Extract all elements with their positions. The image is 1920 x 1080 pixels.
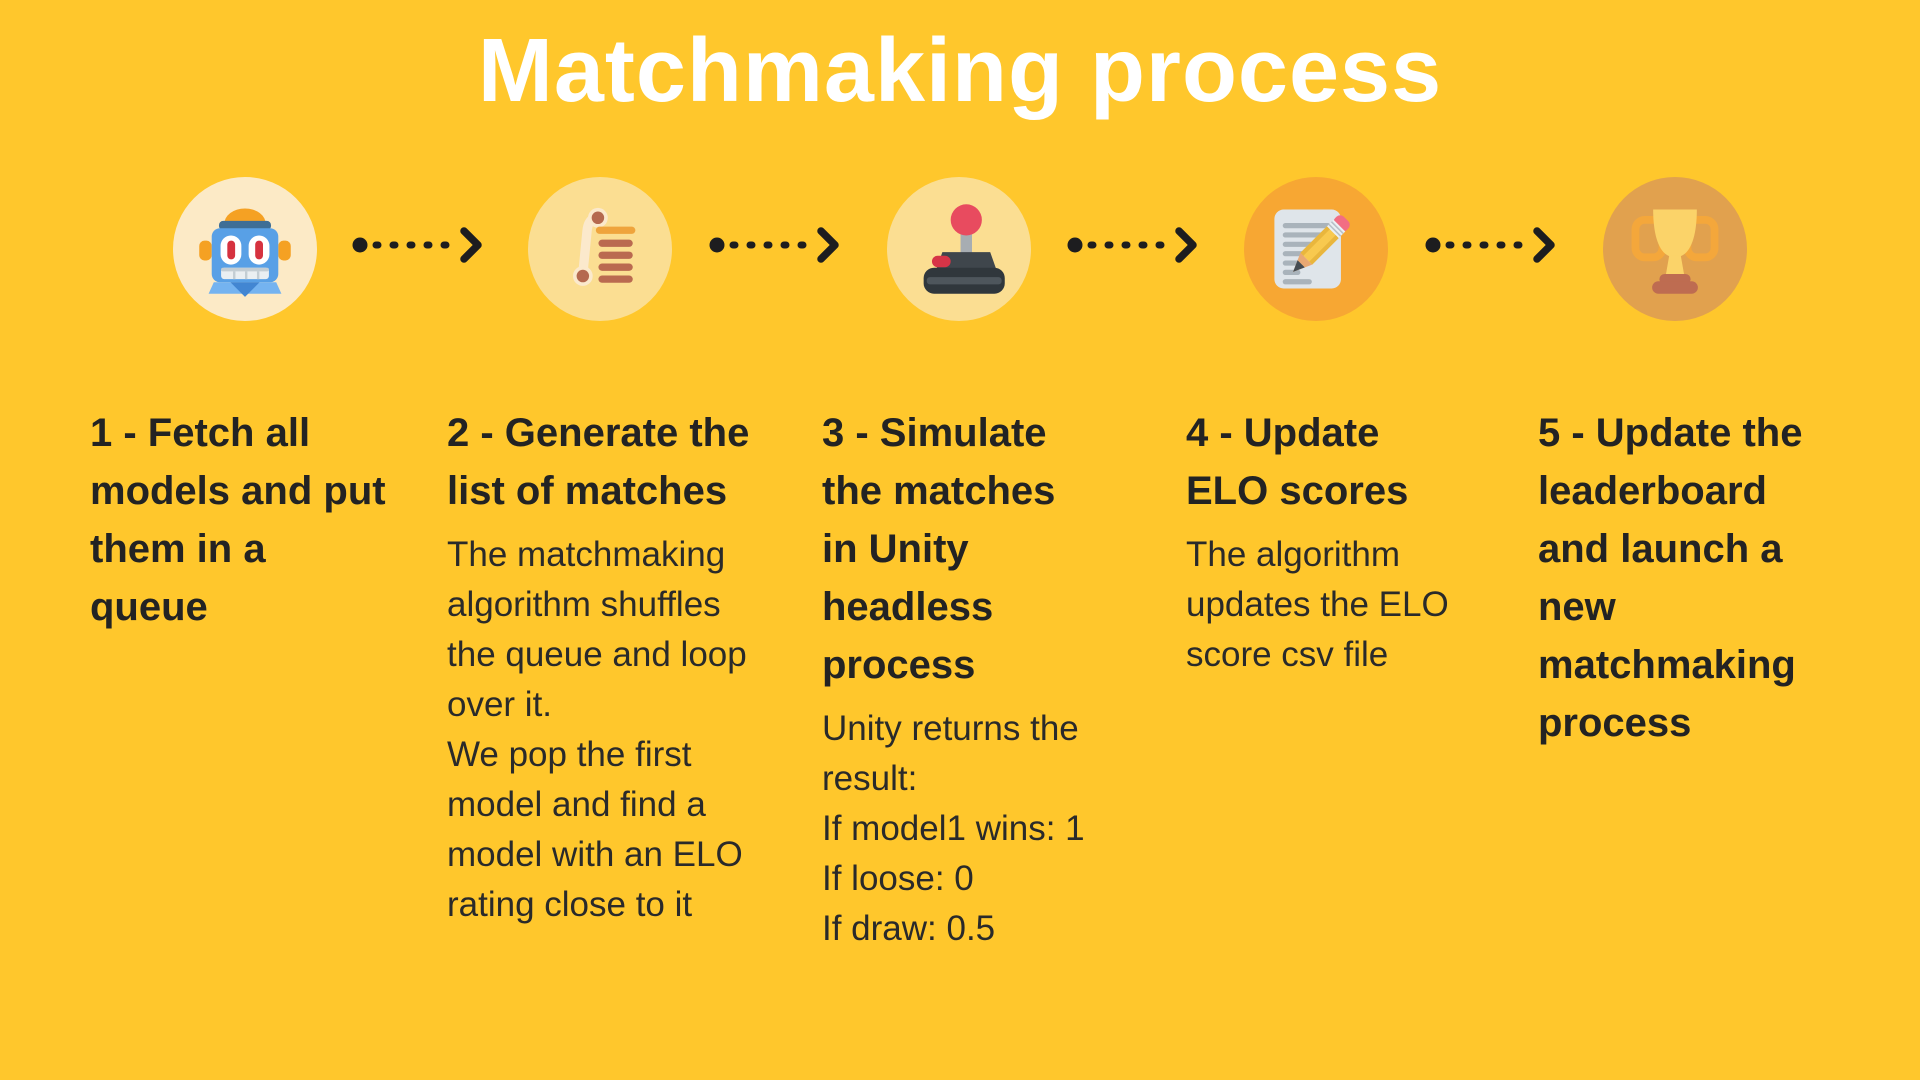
joystick-icon <box>923 204 1005 294</box>
step1-heading: 1 - Fetch all models and put them in a q… <box>90 411 386 629</box>
step5-icon-circle <box>1603 177 1747 321</box>
step2-heading: 2 - Generate the list of matches <box>447 411 750 513</box>
step2-body: The matchmaking algorithm shuffles the q… <box>447 535 747 924</box>
step4-body: The algorithm updates the ELO score csv … <box>1186 535 1449 674</box>
trophy-icon <box>1631 209 1719 294</box>
flow-arrow-icon <box>1425 227 1555 263</box>
flow-arrow-icon <box>709 227 839 263</box>
step4-icon-circle <box>1244 177 1388 321</box>
step5-text-block: 5 - Update the leaderboard and launch a … <box>1538 404 1860 762</box>
step2-text-block: 2 - Generate the list of matches The mat… <box>447 404 799 930</box>
flow-arrow-icon <box>1067 227 1197 263</box>
step4-text-block: 4 - Update ELO scores The algorithm upda… <box>1186 404 1488 680</box>
step3-heading: 3 - Simulate the matches in Unity headle… <box>822 411 1056 687</box>
step5-heading: 5 - Update the leaderboard and launch a … <box>1538 411 1803 745</box>
step3-text-block: 3 - Simulate the matches in Unity headle… <box>822 404 1134 954</box>
step4-heading: 4 - Update ELO scores <box>1186 411 1409 513</box>
memo-pencil-icon <box>1274 209 1350 289</box>
page-title: Matchmaking process <box>477 21 1443 121</box>
step2-icon-circle <box>528 177 672 321</box>
step3-icon-circle <box>887 177 1031 321</box>
robot-icon <box>199 208 291 297</box>
scroll-list-icon <box>572 207 636 286</box>
step1-text-block: 1 - Fetch all models and put them in a q… <box>90 404 422 646</box>
flow-arrow-icon <box>352 227 482 263</box>
step1-icon-circle <box>173 177 317 321</box>
step3-body: Unity returns the result: If model1 wins… <box>822 709 1085 948</box>
